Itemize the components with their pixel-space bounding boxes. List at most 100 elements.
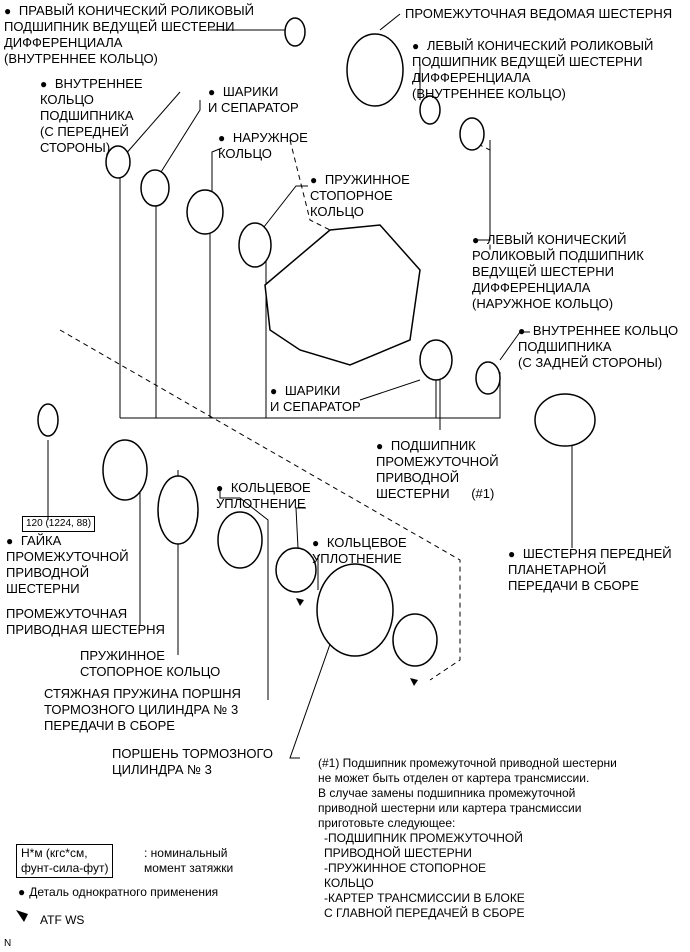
label-line: ШЕСТЕРНИ [6, 581, 80, 596]
label-line: ПОДШИПНИКА [40, 108, 134, 123]
label-return-spring: СТЯЖНАЯ ПРУЖИНА ПОРШНЯ ТОРМОЗНОГО ЦИЛИНД… [44, 686, 241, 734]
label-line: СТОПОРНОЕ [310, 188, 393, 203]
right-bearing-part [284, 17, 306, 47]
label-line: ДИФФЕРЕНЦИАЛА [472, 280, 591, 295]
note-ref: (#1) [471, 486, 495, 501]
label-line: ПОДШИПНИК [390, 438, 476, 453]
label-line: РОЛИКОВЫЙ ПОДШИПНИК [472, 248, 644, 263]
note-line: С ГЛАВНОЙ ПЕРЕДАЧЕЙ В СБОРЕ [324, 906, 525, 920]
label-planetary: ШЕСТЕРНЯ ПЕРЕДНЕЙ ПЛАНЕТАРНОЙ ПЕРЕДАЧИ В… [508, 546, 672, 594]
leader-idler-driven [379, 13, 401, 31]
label-line: КОЛЬЦО [40, 92, 94, 107]
label-right-bearing: ПРАВЫЙ КОНИЧЕСКИЙ РОЛИКОВЫЙ ПОДШИПНИК ВЕ… [4, 3, 254, 67]
piston-part [316, 563, 394, 657]
label-line: ГАЙКА [20, 533, 62, 548]
label-balls-cage-1: ШАРИКИ И СЕПАРАТОР [208, 84, 299, 116]
label-line: ПОРШЕНЬ ТОРМОЗНОГО [112, 746, 273, 761]
note-line: КОЛЬЦО [324, 876, 374, 890]
label-line: ЛЕВЫЙ КОНИЧЕСКИЙ РОЛИКОВЫЙ [426, 38, 654, 53]
legend-line: : номинальный [144, 846, 228, 860]
note-line: (#1) Подшипник промежуточной приводной ш… [318, 756, 617, 770]
legend-non-reusable: Деталь однократного применения [18, 884, 218, 900]
inner-race-rear-part [475, 361, 501, 395]
label-balls-cage-2: ШАРИКИ И СЕПАРАТОР [270, 383, 361, 415]
note-line: В случае замены подшипника промежуточной [318, 786, 576, 800]
label-snap-ring-1: ПРУЖИННОЕ СТОПОРНОЕ КОЛЬЦО [310, 172, 410, 220]
label-line: КОЛЬЦО [218, 146, 272, 161]
label-idler-drive-bearing: ПОДШИПНИК ПРОМЕЖУТОЧНОЙ ПРИВОДНОЙ ШЕСТЕР… [376, 438, 499, 502]
label-line: (НАРУЖНОЕ КОЛЬЦО) [472, 296, 614, 311]
label-line: ДИФФЕРЕНЦИАЛА [412, 70, 531, 85]
label-line: КОЛЬЦО [310, 204, 364, 219]
label-outer-race: НАРУЖНОЕ КОЛЬЦО [218, 130, 308, 162]
leader-balls1 [155, 100, 201, 181]
label-line: И СЕПАРАТОР [208, 100, 299, 115]
note-block: (#1) Подшипник промежуточной приводной ш… [318, 756, 617, 921]
legend-torque-desc: : номинальный момент затяжки [144, 846, 233, 876]
label-left-bearing-inner: ЛЕВЫЙ КОНИЧЕСКИЙ РОЛИКОВЫЙ ПОДШИПНИК ВЕД… [412, 38, 653, 102]
label-line: ПЕРЕДАЧИ В СБОРЕ [44, 718, 175, 733]
label-left-bearing-outer: ЛЕВЫЙ КОНИЧЕСКИЙ РОЛИКОВЫЙ ПОДШИПНИК ВЕД… [472, 232, 644, 312]
label-line: ПЕРЕДАЧИ В СБОРЕ [508, 578, 639, 593]
label-idler-drive-gear: ПРОМЕЖУТОЧНАЯ ПРИВОДНАЯ ШЕСТЕРНЯ [6, 606, 165, 638]
label-line: (ВНУТРЕННЕЕ КОЛЬЦО) [4, 51, 158, 66]
label-oring-2: КОЛЬЦЕВОЕ УПЛОТНЕНИЕ [312, 535, 407, 567]
label-line: ПОДШИПНИК ВЕДУЩЕЙ ШЕСТЕРНИ [4, 19, 235, 34]
label-line: ДИФФЕРЕНЦИАЛА [4, 35, 123, 50]
label-line: ТОРМОЗНОГО ЦИЛИНДРА № 3 [44, 702, 239, 717]
idler-drive-gear-part [102, 439, 148, 501]
legend-torque-box: Н*м (кгс*см, фунт-сила-фут) [16, 844, 114, 878]
label-line: ПРУЖИННОЕ [324, 172, 410, 187]
note-line: -ПРУЖИННОЕ СТОПОРНОЕ [324, 861, 487, 875]
label-line: СТОРОНЫ) [40, 140, 111, 155]
label-piston: ПОРШЕНЬ ТОРМОЗНОГО ЦИЛИНДРА № 3 [112, 746, 273, 778]
leader-left-outer [476, 140, 491, 241]
label-line: ПРИВОДНОЙ [376, 470, 460, 485]
label-line: ШЕСТЕРНЯ ПЕРЕДНЕЙ [522, 546, 672, 561]
planetary-gear-part [534, 393, 596, 447]
corner-mark: N [4, 938, 12, 949]
oring-2-part [392, 613, 438, 667]
label-snap-ring-2: ПРУЖИННОЕ СТОПОРНОЕ КОЛЬЦО [80, 648, 220, 680]
label-inner-race-front: ВНУТРЕННЕЕ КОЛЬЦО ПОДШИПНИКА (С ПЕРЕДНЕЙ… [40, 76, 143, 156]
label-idler-driven: ПРОМЕЖУТОЧНАЯ ВЕДОМАЯ ШЕСТЕРНЯ [405, 6, 673, 21]
atf-arrow-1 [296, 598, 304, 606]
label-oring-1: КОЛЬЦЕВОЕ УПЛОТНЕНИЕ [216, 480, 311, 512]
label-line: КОЛЬЦЕВОЕ [230, 480, 311, 495]
label-line: УПЛОТНЕНИЕ [312, 551, 402, 566]
idler-nut-part [37, 403, 59, 437]
idler-driven-gear-part [346, 33, 404, 107]
label-line: (С ПЕРЕДНЕЙ [40, 124, 129, 139]
oring-1-part [275, 547, 317, 593]
label-line: НАРУЖНОЕ [232, 130, 308, 145]
label-line: ШАРИКИ [222, 84, 279, 99]
note-line: -ПОДШИПНИК ПРОМЕЖУТОЧНОЙ [324, 831, 523, 845]
label-line: ПРАВЫЙ КОНИЧЕСКИЙ РОЛИКОВЫЙ [18, 3, 254, 18]
label-line: КОЛЬЦЕВОЕ [326, 535, 407, 550]
label-line: ПРУЖИННОЕ [80, 648, 165, 663]
note-line: -КАРТЕР ТРАНСМИССИИ В БЛОКЕ [324, 891, 525, 905]
transmission-case-part [264, 224, 421, 366]
label-line: ПРИВОДНАЯ ШЕСТЕРНЯ [6, 622, 165, 637]
label-line: (ВНУТРЕННЕЕ КОЛЬЦО) [412, 86, 566, 101]
outer-race-part [186, 189, 224, 235]
legend-atf: ATF WS [40, 913, 85, 927]
left-bearing-outer-part [459, 117, 485, 151]
label-line: ПРОМЕЖУТОЧНОЙ [376, 454, 499, 469]
label-line: УПЛОТНЕНИЕ [216, 496, 306, 511]
note-line: приготовьте следующее: [318, 816, 456, 830]
label-line: ВЕДУЩЕЙ ШЕСТЕРНИ [472, 264, 614, 279]
label-line: ШАРИКИ [284, 383, 341, 398]
leader-piston [289, 629, 336, 759]
balls-cage-1-part [140, 169, 170, 207]
label-line: ЛЕВЫЙ КОНИЧЕСКИЙ [486, 232, 627, 247]
label-line: ВНУТРЕННЕЕ КОЛЬЦО [532, 323, 679, 338]
leader-oring1 [295, 507, 306, 549]
label-line: И СЕПАРАТОР [270, 399, 361, 414]
label-line: ПРОМЕЖУТОЧНОЙ [6, 549, 129, 564]
legend-atf-arrow [16, 910, 28, 922]
note-line: приводной шестерни или картера трансмисс… [318, 801, 582, 815]
torque-box: 120 (1224, 88) [22, 516, 96, 532]
label-line: ПРОМЕЖУТОЧНАЯ [6, 606, 128, 621]
